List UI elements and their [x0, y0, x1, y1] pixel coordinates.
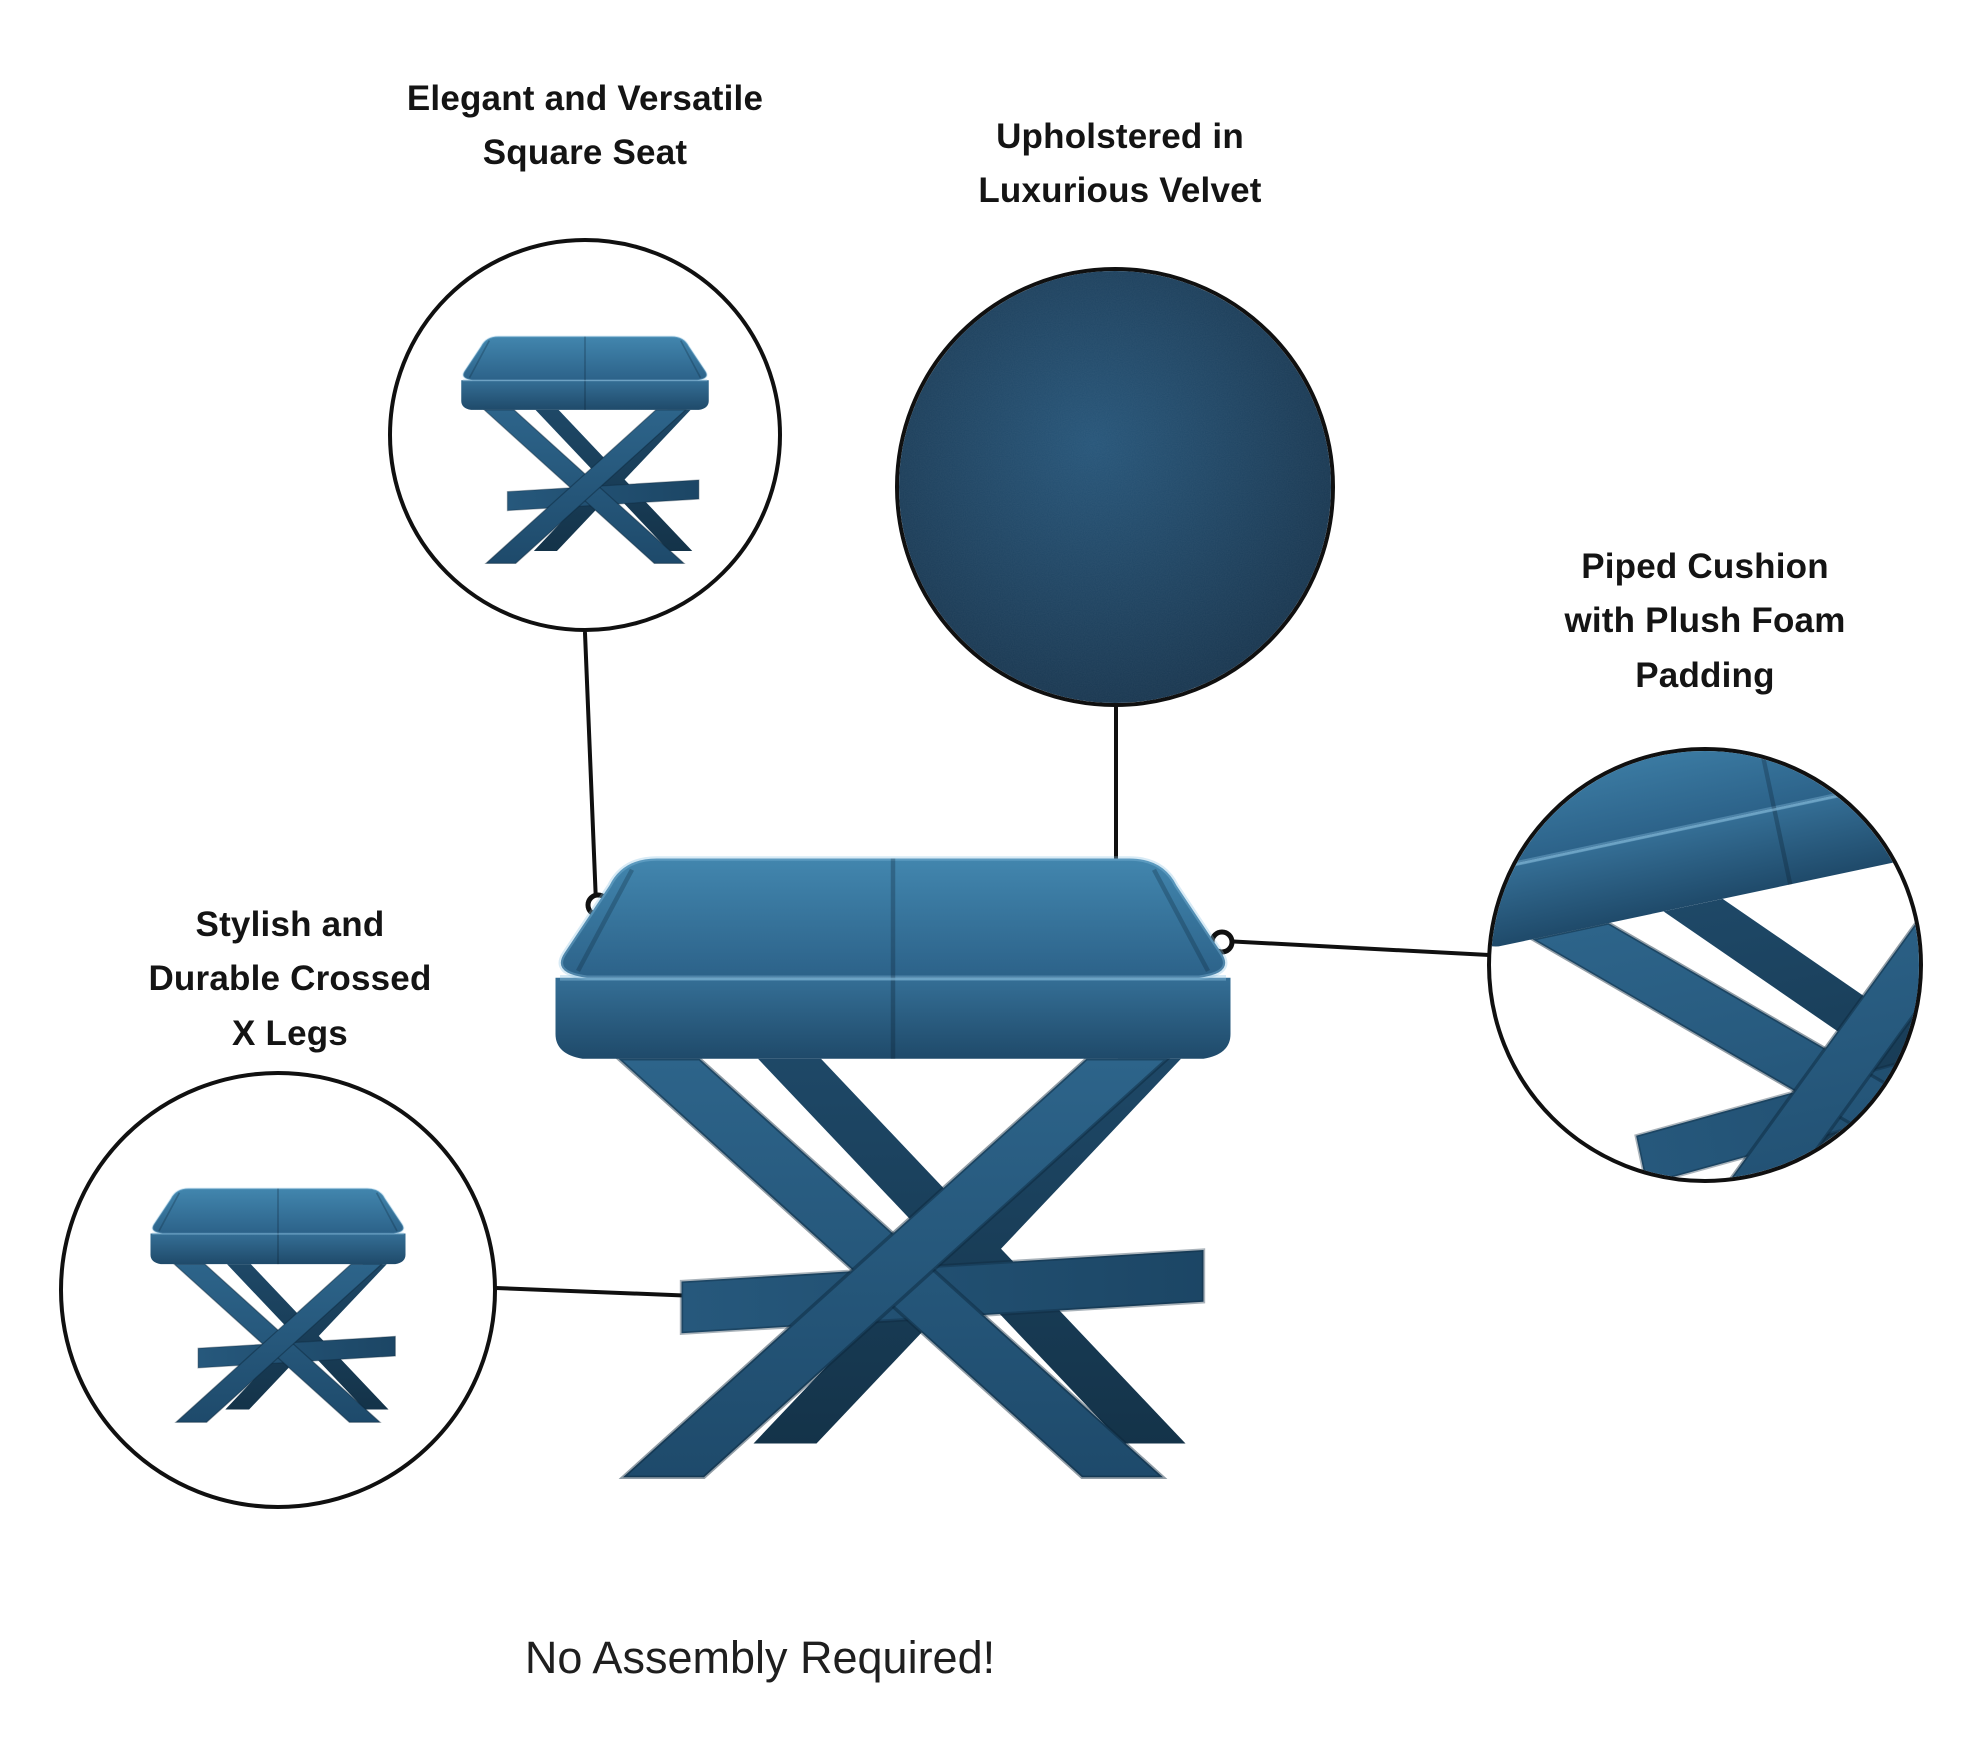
footer-text: No Assembly Required! — [524, 1632, 996, 1683]
x-legs-title-line: X Legs — [232, 1013, 348, 1053]
piped-cushion-title-line: with Plush Foam — [1564, 601, 1846, 641]
velvet-title: Upholstered in Luxurious Velvet — [820, 110, 1420, 219]
piped-cushion-title-line: Padding — [1635, 655, 1775, 695]
x-legs-title-line: Stylish and — [195, 905, 385, 944]
stool-legs-inset-icon — [149, 1186, 407, 1423]
piped-cushion-title: Piped Cushion with Plush Foam Padding — [1445, 540, 1965, 703]
x-legs-title: Stylish and Durable Crossed X Legs — [40, 898, 540, 1061]
velvet-title-line: Upholstered in — [996, 117, 1244, 156]
square-seat-title-line: Elegant and Versatile — [406, 79, 764, 118]
piped-cushion-title-line: Piped Cushion — [1581, 547, 1829, 586]
square-seat-inset-image — [388, 238, 782, 632]
main-product-image — [443, 746, 1343, 1511]
x-legs-title-line: Durable Crossed — [148, 959, 432, 999]
x-legs-inset-image — [59, 1071, 497, 1509]
piped-cushion-inset-image — [1487, 747, 1923, 1183]
cushion-closeup-icon — [1491, 747, 1919, 1183]
velvet-swatch-icon — [899, 271, 1331, 703]
velvet-swatch-image — [895, 267, 1335, 707]
stool-inset-icon — [460, 334, 710, 564]
square-seat-title: Elegant and Versatile Square Seat — [295, 72, 875, 181]
velvet-title-line: Luxurious Velvet — [978, 171, 1262, 211]
square-seat-title-line: Square Seat — [482, 133, 688, 173]
